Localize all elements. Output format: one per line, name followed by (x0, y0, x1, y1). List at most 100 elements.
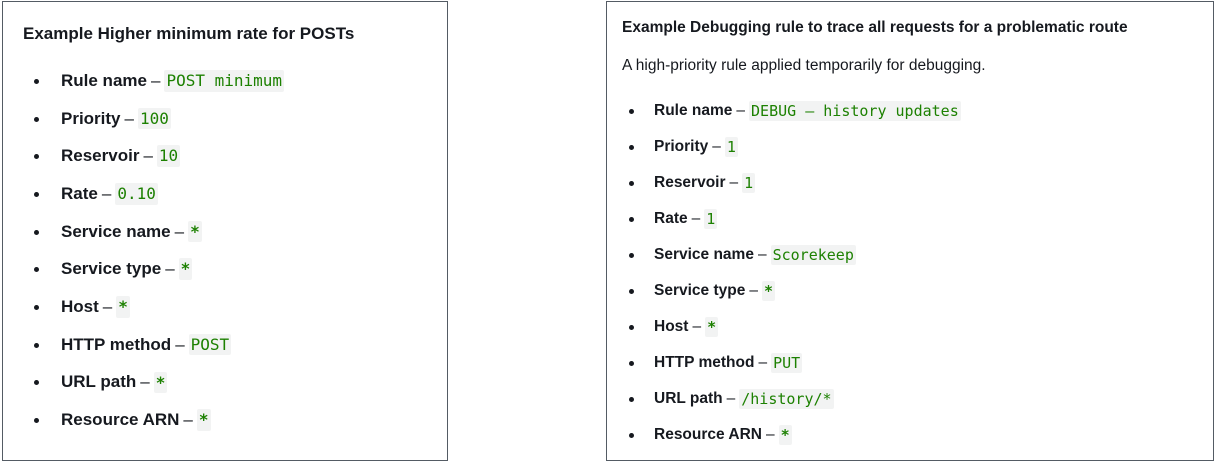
rule-label: Priority (61, 108, 121, 128)
rule-item-rate: Rate–0.10 (23, 175, 447, 213)
rule-item-priority: Priority–1 (622, 129, 1213, 165)
bullet-icon (34, 154, 39, 160)
rule-item-url-path: URL path–/history/* (622, 381, 1213, 417)
rule-label: HTTP method (654, 354, 755, 371)
rule-separator: – (691, 210, 701, 227)
rule-item-rule-name: Rule name–DEBUG – history updates (622, 93, 1213, 129)
rule-item-http-method: HTTP method–POST (23, 326, 447, 364)
rule-label: Rule name (61, 70, 147, 90)
rule-label: Service type (61, 259, 162, 279)
bullet-icon (629, 181, 634, 186)
rule-label: Rate (61, 183, 98, 203)
rule-value: * (178, 258, 193, 281)
bullet-icon (629, 325, 634, 330)
rule-item-service-type: Service type–* (622, 273, 1213, 309)
rule-value: 1 (704, 208, 718, 230)
rule-separator: – (729, 174, 739, 191)
rule-value: * (116, 296, 130, 318)
rule-label: Service name (654, 246, 754, 263)
rule-label: Host (61, 296, 99, 316)
rule-separator: – (765, 426, 775, 443)
rule-separator: – (165, 259, 175, 279)
bullet-icon (629, 361, 634, 366)
bullet-icon (629, 109, 634, 114)
rule-label: Resource ARN (654, 426, 762, 443)
rule-label: Reservoir (654, 174, 726, 191)
rule-value: 10 (156, 145, 181, 168)
rule-item-host: Host–* (622, 309, 1213, 345)
bullet-icon (34, 78, 39, 84)
rule-separator: – (150, 70, 161, 90)
panel-title: Example Debugging rule to trace all requ… (622, 19, 1128, 36)
example-panel-debugging-rule: Example Debugging rule to trace all requ… (606, 1, 1214, 461)
rule-item-rule-name: Rule name–POST minimum (23, 62, 447, 100)
rule-separator: – (757, 246, 767, 263)
rule-value: * (196, 409, 211, 431)
bullet-icon (629, 433, 634, 438)
rule-value: * (761, 280, 775, 302)
panel-description: A high-priority rule applied temporarily… (622, 57, 986, 74)
rule-value: 100 (138, 107, 171, 130)
rule-item-host: Host–* (23, 288, 447, 326)
rule-item-reservoir: Reservoir–1 (622, 165, 1213, 201)
rule-value: POST (188, 333, 232, 356)
bullet-icon (629, 289, 634, 294)
bullet-icon (34, 418, 39, 424)
bullet-icon (34, 304, 39, 310)
rule-value: 1 (724, 136, 738, 158)
rule-item-url-path: URL path–* (23, 364, 447, 402)
rule-value: Scorekeep (770, 244, 856, 266)
rule-value: DEBUG – history updates (749, 100, 961, 122)
example-panel-post-minimum: Example Higher minimum rate for POSTs Ru… (2, 1, 448, 461)
rule-label: Resource ARN (61, 410, 180, 430)
rule-separator: – (692, 318, 702, 335)
rule-separator: – (758, 354, 768, 371)
rule-value: * (778, 424, 792, 446)
bullet-icon (629, 145, 634, 150)
rule-separator: – (174, 221, 185, 241)
bullet-icon (34, 116, 39, 122)
rule-value: 0.10 (115, 183, 158, 205)
rule-separator: – (101, 183, 112, 203)
rule-item-rate: Rate–1 (622, 201, 1213, 237)
bullet-icon (629, 253, 634, 258)
rule-separator: – (712, 138, 721, 155)
rule-value: /history/* (739, 388, 834, 410)
rule-value: POST minimum (164, 70, 285, 92)
rule-label: Reservoir (61, 146, 140, 166)
rule-label: Rule name (654, 102, 733, 119)
rule-separator: – (726, 390, 736, 407)
rule-value: 1 (742, 172, 756, 194)
rule-label: HTTP method (61, 334, 172, 354)
panel-title: Example Higher minimum rate for POSTs (23, 24, 355, 43)
rule-item-resource-arn: Resource ARN–* (622, 417, 1213, 453)
rule-label: Priority (654, 138, 709, 155)
rule-separator: – (143, 146, 153, 166)
rule-label: Host (654, 318, 689, 335)
rule-label: URL path (654, 390, 723, 407)
rule-item-service-name: Service name–* (23, 213, 447, 251)
rule-separator: – (140, 372, 150, 392)
bullet-icon (34, 267, 39, 273)
rule-separator: – (124, 108, 134, 128)
rule-separator: – (749, 282, 758, 299)
rule-value: * (705, 316, 719, 338)
rule-separator: – (736, 102, 746, 119)
rule-label: Service name (61, 221, 171, 241)
rule-label: URL path (61, 372, 137, 392)
rule-value: * (153, 371, 168, 394)
rule-label: Rate (654, 210, 688, 227)
rule-separator: – (102, 296, 113, 316)
rule-item-service-type: Service type–* (23, 250, 447, 288)
rule-separator: – (175, 334, 185, 354)
rule-value: PUT (771, 352, 803, 374)
bullet-icon (34, 191, 39, 197)
rule-item-resource-arn: Resource ARN–* (23, 401, 447, 439)
bullet-icon (34, 380, 39, 386)
rule-separator: – (183, 410, 193, 430)
rule-item-reservoir: Reservoir–10 (23, 137, 447, 175)
rule-item-http-method: HTTP method–PUT (622, 345, 1213, 381)
rule-item-service-name: Service name–Scorekeep (622, 237, 1213, 273)
bullet-icon (629, 397, 634, 402)
